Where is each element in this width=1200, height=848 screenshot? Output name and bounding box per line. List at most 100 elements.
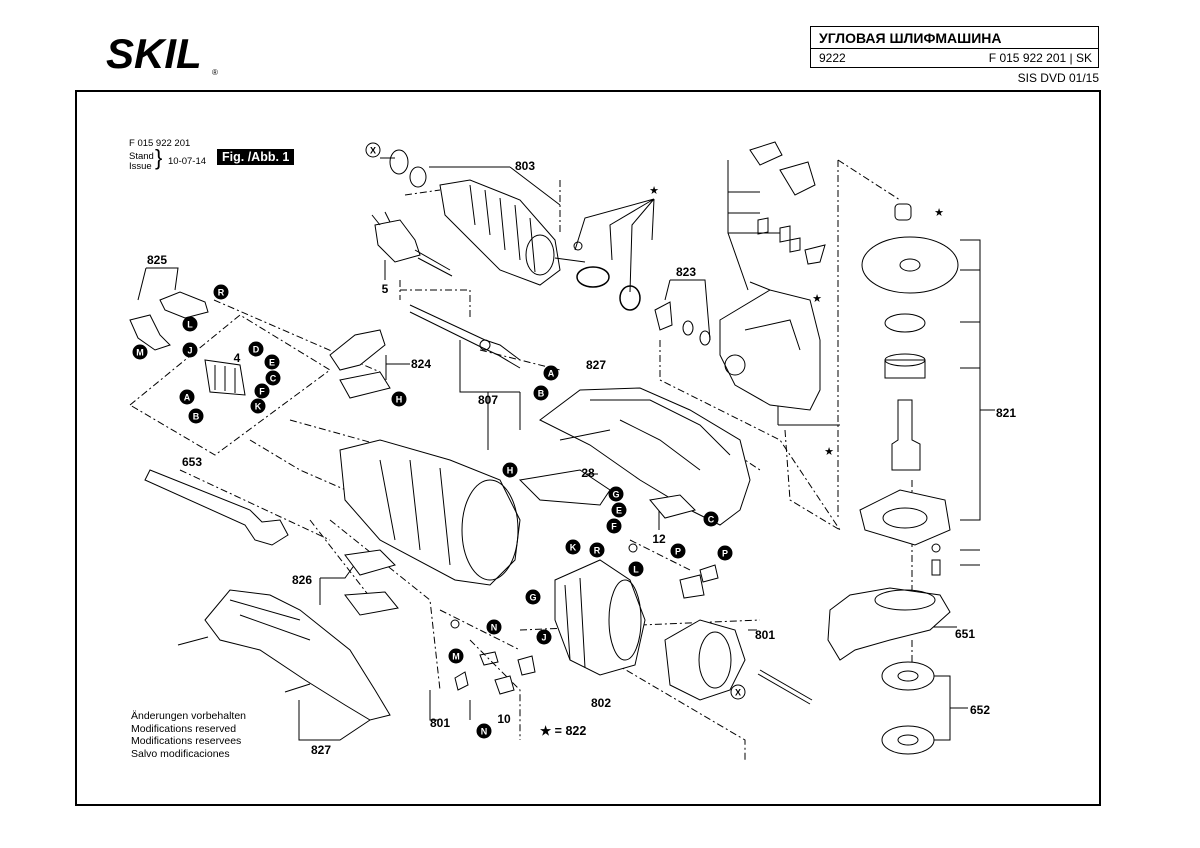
part-number-652: 652 [970, 703, 990, 717]
part-number-825: 825 [147, 253, 167, 267]
svg-text:R: R [218, 288, 225, 298]
reference-marker-p: P [717, 545, 733, 561]
baffle-801 [664, 619, 746, 701]
housing-827 [539, 387, 751, 526]
svg-text:B: B [193, 412, 200, 422]
reference-marker-b: B [533, 385, 549, 401]
star-legend: ★ = 822 [540, 724, 586, 738]
part-number-802: 802 [591, 696, 611, 710]
reference-marker-m: M [132, 344, 148, 360]
long-screw [757, 669, 813, 705]
title-block: УГЛОВАЯ ШЛИФМАШИНА 9222 F 015 922 201 | … [810, 26, 1099, 68]
part-number: F 015 922 201 | SK [988, 51, 1092, 65]
reference-marker-n: N [476, 723, 492, 739]
reference-marker-l: L [182, 316, 198, 332]
svg-text:L: L [633, 565, 639, 575]
part-number-826: 826 [292, 573, 312, 587]
pinion-823 [654, 301, 711, 346]
part-number-5: 5 [382, 282, 389, 296]
guard-651 [827, 587, 951, 661]
reference-marker-n: N [486, 619, 502, 635]
reference-marker-r: R [213, 284, 229, 300]
svg-text:F: F [611, 522, 617, 532]
svg-text:P: P [722, 549, 728, 559]
star-markers: ★★★★ [649, 184, 944, 458]
brush-plate-28 [518, 469, 611, 506]
motor-housing [339, 439, 521, 586]
star-marker: ★ [649, 184, 659, 197]
svg-text:K: K [255, 402, 262, 412]
reference-marker-m: M [448, 648, 464, 664]
reference-marker-f: F [606, 518, 622, 534]
svg-text:M: M [136, 348, 144, 358]
part-number-653: 653 [182, 455, 202, 469]
svg-text:C: C [708, 515, 715, 525]
svg-text:R: R [594, 546, 601, 556]
svg-text:E: E [616, 506, 622, 516]
small-parts-10 [450, 543, 719, 695]
svg-text:M: M [452, 652, 460, 662]
part-number-10: 10 [497, 712, 511, 726]
reference-marker-h: H [502, 462, 518, 478]
svg-text:H: H [396, 395, 403, 405]
title-divider [811, 48, 1098, 49]
part-number-821: 821 [996, 406, 1016, 420]
spanner-653 [144, 469, 289, 546]
brush-holder-12 [649, 494, 696, 519]
dvd-version: SIS DVD 01/15 [1017, 71, 1099, 85]
part-number-827: 827 [586, 358, 606, 372]
switch-825 [129, 291, 246, 396]
reference-marker-a: A [179, 389, 195, 405]
part-number-803: 803 [515, 159, 535, 173]
part-number-823: 823 [676, 265, 696, 279]
reference-marker-h: H [391, 391, 407, 407]
svg-text:H: H [507, 466, 514, 476]
star-marker: ★ [824, 445, 834, 458]
doc-number: F 015 922 201 [129, 138, 191, 149]
switch-cover-826 [344, 549, 399, 616]
part-number-824: 824 [411, 357, 431, 371]
registered-mark: ® [212, 68, 218, 77]
modification-notes: Änderungen vorbehalten Modifications res… [131, 710, 246, 760]
note-line: Modifications reservees [131, 735, 242, 747]
reference-marker-c: C [703, 511, 719, 527]
issue-date: 10-07-14 [168, 156, 207, 167]
skil-logo: SKIL ® [106, 30, 218, 77]
svg-text:C: C [270, 374, 277, 384]
reference-marker-g: G [608, 486, 624, 502]
reference-marker-c: C [265, 370, 281, 386]
note-line: Modifications reserved [131, 722, 237, 735]
reference-marker-j: J [182, 342, 198, 358]
reference-marker-e: E [611, 502, 627, 518]
svg-text:A: A [184, 393, 191, 403]
stator-802 [554, 559, 646, 676]
svg-text:P: P [675, 547, 681, 557]
reference-marker-k: K [250, 398, 266, 414]
svg-text:N: N [491, 623, 498, 633]
part-number-12: 12 [652, 532, 666, 546]
svg-text:G: G [612, 490, 619, 500]
svg-text:E: E [269, 358, 275, 368]
note-line: Salvo modificaciones [131, 747, 230, 760]
part-number-801: 801 [755, 628, 775, 642]
svg-text:G: G [529, 593, 536, 603]
svg-text:F: F [259, 387, 265, 397]
gear-housing [719, 141, 826, 411]
svg-text:D: D [253, 345, 260, 355]
reference-marker-p: P [670, 543, 686, 559]
header-brace: } [155, 145, 163, 170]
figure-label: Fig. /Abb. 1 [217, 149, 295, 165]
star-marker: ★ [934, 206, 944, 219]
svg-text:X: X [370, 146, 376, 156]
reference-marker-b: B [188, 408, 204, 424]
svg-text:N: N [481, 727, 488, 737]
drawing-frame [75, 90, 1101, 806]
svg-text:L: L [187, 320, 193, 330]
reference-marker-x: X [365, 142, 381, 158]
part-number-801: 801 [430, 716, 450, 730]
reference-marker-a: A [543, 365, 559, 381]
part-number-4: 4 [234, 351, 241, 365]
